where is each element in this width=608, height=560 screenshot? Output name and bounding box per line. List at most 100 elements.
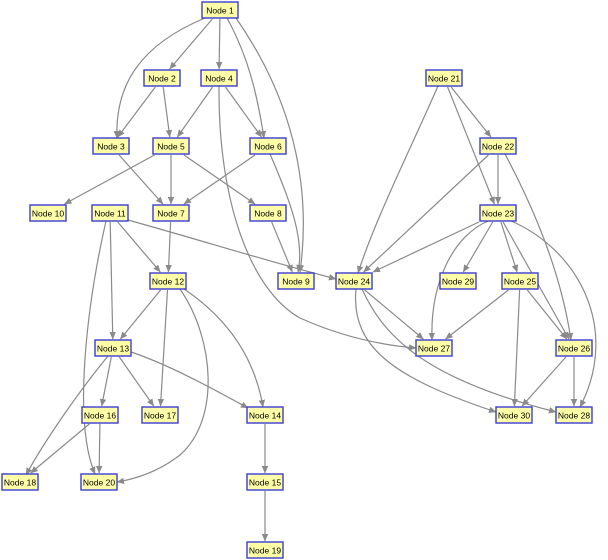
node-7[interactable]: Node 7 <box>152 204 190 222</box>
node-label: Node 17 <box>144 411 176 421</box>
node-box <box>479 204 517 222</box>
node-box <box>249 204 287 222</box>
node-4[interactable]: Node 4 <box>200 69 238 87</box>
node-15[interactable]: Node 15 <box>246 473 284 491</box>
edge-n3-n7 <box>118 154 164 205</box>
node-13[interactable]: Node 13 <box>94 339 132 357</box>
edge-n23-n28 <box>508 219 597 408</box>
edge-n1-n9 <box>235 17 305 273</box>
node-label: Node 29 <box>442 277 474 287</box>
node-30[interactable]: Node 30 <box>495 406 533 424</box>
edge-n7-n12 <box>165 221 172 273</box>
node-label: Node 12 <box>152 277 184 287</box>
node-box <box>201 1 239 19</box>
node-label: Node 4 <box>205 74 233 84</box>
node-label: Node 27 <box>418 344 450 354</box>
edge-n13-n14 <box>130 351 249 409</box>
edge-n1-n2 <box>169 18 213 70</box>
node-label: Node 30 <box>498 411 530 421</box>
node-14[interactable]: Node 14 <box>246 406 284 424</box>
node-label: Node 22 <box>482 142 514 152</box>
edge-n12-n20 <box>116 288 209 485</box>
node-box <box>555 339 593 357</box>
node-26[interactable]: Node 26 <box>555 339 593 357</box>
node-label: Node 25 <box>504 277 536 287</box>
node-box <box>439 272 477 290</box>
node-box <box>277 272 315 290</box>
node-10[interactable]: Node 10 <box>29 204 67 222</box>
edge-n12-n17 <box>157 289 169 407</box>
node-17[interactable]: Node 17 <box>141 406 179 424</box>
node-21[interactable]: Node 21 <box>425 69 463 87</box>
edge-n25-n26 <box>526 289 568 340</box>
node-box <box>92 137 130 155</box>
node-24[interactable]: Node 24 <box>335 272 373 290</box>
node-20[interactable]: Node 20 <box>80 473 118 491</box>
node-6[interactable]: Node 6 <box>249 137 287 155</box>
node-box <box>91 204 129 222</box>
edge-n26-n30 <box>521 356 567 407</box>
node-label: Node 20 <box>83 478 115 488</box>
node-8[interactable]: Node 8 <box>249 204 287 222</box>
node-label: Node 21 <box>428 74 460 84</box>
edge-n13-n17 <box>118 356 155 407</box>
edge-n24-n27 <box>364 289 424 340</box>
edge-n23-n24 <box>372 221 480 273</box>
node-19[interactable]: Node 19 <box>246 541 284 559</box>
node-label: Node 14 <box>249 411 281 421</box>
node-3[interactable]: Node 3 <box>92 137 130 155</box>
node-box <box>495 406 533 424</box>
node-5[interactable]: Node 5 <box>152 137 190 155</box>
node-label: Node 11 <box>94 209 126 219</box>
edge-n22-n24 <box>363 154 489 273</box>
node-label: Node 19 <box>249 546 281 556</box>
node-label: Node 16 <box>84 411 116 421</box>
edge-n11-n13 <box>109 221 116 340</box>
node-box <box>335 272 373 290</box>
node-29[interactable]: Node 29 <box>439 272 477 290</box>
node-22[interactable]: Node 22 <box>479 137 517 155</box>
edge-n21-n24 <box>357 85 439 274</box>
edge-n2-n5 <box>162 86 173 138</box>
edge-n11-n20 <box>82 220 107 475</box>
edge-n13-n18 <box>25 355 109 476</box>
edge-n23-n25 <box>500 221 518 273</box>
edge-n21-n22 <box>450 86 492 138</box>
edge-n24-n28 <box>361 288 557 414</box>
edge-n16-n20 <box>96 423 103 474</box>
edge-n6-n9 <box>269 153 303 273</box>
node-box <box>81 406 119 424</box>
node-28[interactable]: Node 28 <box>555 406 593 424</box>
edge-n21-n23 <box>447 86 495 205</box>
node-box <box>152 204 190 222</box>
edge-n4-n5 <box>176 86 214 138</box>
edge-n4-n6 <box>225 86 262 138</box>
edge-n22-n26 <box>504 153 574 341</box>
node-2[interactable]: Node 2 <box>143 69 181 87</box>
edge-n2-n3 <box>117 86 156 138</box>
node-9[interactable]: Node 9 <box>277 272 315 290</box>
node-label: Node 8 <box>254 209 282 219</box>
node-box <box>415 339 453 357</box>
edge-n12-n13 <box>119 289 162 340</box>
node-box <box>149 272 187 290</box>
node-box <box>29 204 67 222</box>
node-label: Node 23 <box>482 209 514 219</box>
node-23[interactable]: Node 23 <box>479 204 517 222</box>
edge-n24-n30 <box>354 288 497 413</box>
node-label: Node 9 <box>282 277 310 287</box>
node-label: Node 10 <box>32 209 64 219</box>
node-18[interactable]: Node 18 <box>1 473 39 491</box>
node-16[interactable]: Node 16 <box>81 406 119 424</box>
edge-n11-n12 <box>117 221 161 273</box>
node-label: Node 2 <box>148 74 176 84</box>
node-11[interactable]: Node 11 <box>91 204 129 222</box>
node-box <box>246 406 284 424</box>
node-label: Node 28 <box>558 411 590 421</box>
node-27[interactable]: Node 27 <box>415 339 453 357</box>
node-12[interactable]: Node 12 <box>149 272 187 290</box>
node-25[interactable]: Node 25 <box>501 272 539 290</box>
node-1[interactable]: Node 1 <box>201 1 239 19</box>
edge-n23-n29 <box>462 221 494 273</box>
